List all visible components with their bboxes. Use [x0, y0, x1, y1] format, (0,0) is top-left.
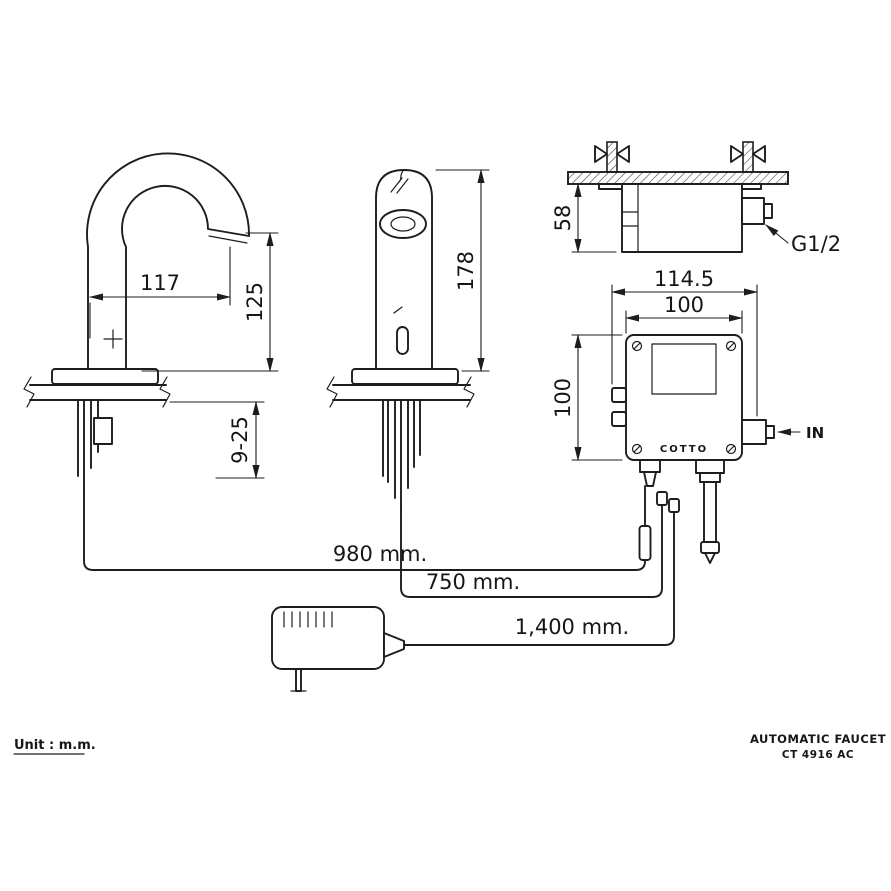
adapter-vents — [283, 611, 333, 628]
hose-length-label: 750 mm. — [426, 570, 520, 594]
thread-leader-line — [765, 224, 789, 244]
dim-box-width-label: 100 — [664, 293, 704, 317]
dim-total-height-label: 178 — [454, 251, 478, 291]
power-cable-length-label: 1,400 mm. — [515, 615, 629, 639]
deck-break-left — [23, 376, 35, 408]
adapter-plug-prong — [295, 668, 302, 692]
valve-divider — [621, 183, 639, 253]
cable-strain-relief — [383, 632, 405, 658]
dim-spout-reach-label: 117 — [140, 271, 180, 295]
deck-break-right — [159, 376, 171, 408]
cable-gland-taper — [643, 471, 657, 487]
side-connector-upper — [611, 387, 627, 403]
faucet-side-view — [23, 152, 250, 491]
deck-break-right-front — [463, 376, 475, 408]
hoses-front — [382, 399, 421, 506]
dim-deck-thickness-label: 9-25 — [228, 416, 252, 464]
corner-screw-icon — [725, 340, 737, 352]
mounting-plate — [567, 171, 789, 185]
inlet-port-fitting — [741, 419, 767, 445]
ext-line — [571, 183, 621, 253]
dim-spout-height-label: 125 — [243, 282, 267, 322]
cable-gland — [639, 459, 661, 473]
inlet-valve-body — [621, 183, 743, 253]
product-title: AUTOMATIC FAUCET — [750, 732, 886, 746]
base-flange — [51, 368, 159, 385]
center-mark — [103, 329, 123, 349]
spout-tip-face — [208, 235, 248, 244]
thread-size-label: G1/2 — [791, 232, 841, 256]
gooseneck-spout — [86, 152, 250, 370]
dim-inlet-height-label: 58 — [551, 205, 575, 232]
hose-outlet — [695, 459, 725, 564]
corner-screw-icon — [631, 443, 643, 455]
corner-screw-icon — [725, 443, 737, 455]
adapter-body — [271, 606, 385, 670]
thread-fitting — [741, 197, 765, 225]
dimension-annotations: 117 125 9-25 178 58 114.5 100 100 — [88, 168, 759, 480]
control-box — [625, 334, 743, 461]
mounting-nut — [93, 417, 113, 445]
inlet-mounting-view: G1/2 — [567, 141, 841, 256]
control-box-view: COTTO IN — [611, 334, 824, 564]
sensor-window — [379, 209, 427, 239]
deck-break-left-front — [326, 376, 338, 408]
cable-runs: 980 mm. 750 mm. 1,400 mm. — [83, 485, 680, 646]
shank-and-hoses — [77, 399, 99, 491]
sensor-cable-length-label: 980 mm. — [333, 542, 427, 566]
inline-connector — [638, 525, 652, 561]
box-label-panel — [651, 343, 717, 395]
supply-hose-run — [400, 504, 663, 598]
deck-surface — [29, 384, 167, 401]
base-flange-front — [351, 368, 459, 385]
inlet-port-tip — [765, 425, 775, 439]
deck-surface-front — [332, 384, 471, 401]
dim-box-overall-width-label: 114.5 — [654, 267, 714, 291]
power-connector — [668, 498, 680, 513]
footer: Unit : m.m. AUTOMATIC FAUCET CT 4916 AC — [13, 732, 886, 761]
corner-screw-icon — [631, 340, 643, 352]
power-cable-run — [403, 511, 675, 646]
product-model: CT 4916 AC — [782, 749, 854, 761]
spout-outlet-mark — [390, 170, 409, 194]
sensor-cable — [83, 485, 646, 571]
faucet-body — [375, 169, 433, 372]
thread-fitting-tip — [763, 203, 773, 219]
brand-logo: COTTO — [660, 444, 708, 455]
power-adapter — [271, 606, 405, 692]
hose-connector — [656, 491, 668, 506]
side-connector-lower — [611, 411, 627, 427]
sensor-eye — [390, 216, 416, 232]
indicator-dash — [393, 306, 403, 314]
dim-box-height-label: 100 — [551, 378, 575, 418]
unit-note: Unit : m.m. — [14, 738, 96, 753]
faucet-front-view — [326, 169, 475, 506]
inlet-label: IN — [806, 424, 824, 442]
front-slot — [396, 326, 409, 355]
